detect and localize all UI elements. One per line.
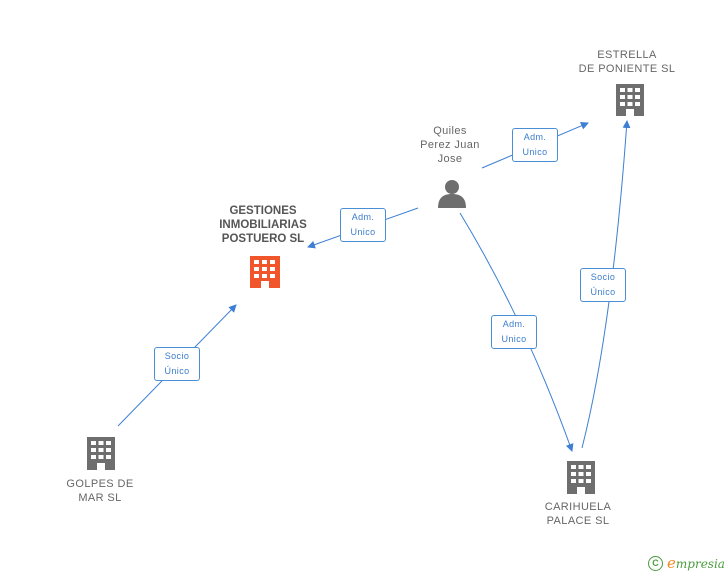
edge-label-golpes-gestiones[interactable]: Socio Único xyxy=(154,347,200,381)
brand-logo-text: mpresia xyxy=(675,557,725,571)
building-icon[interactable] xyxy=(616,84,644,116)
node-label-gestiones[interactable]: GESTIONES INMOBILIARIAS POSTUERO SL xyxy=(219,205,307,245)
edge-label-quiles-gestiones[interactable]: Adm. Unico xyxy=(340,208,386,242)
brand-logo-initial: e xyxy=(667,554,676,572)
edge-label-quiles-carihuela[interactable]: Adm. Unico xyxy=(491,315,537,349)
building-icon[interactable] xyxy=(567,461,595,494)
copyright-icon: C xyxy=(648,555,663,571)
edge-label-quiles-estrella[interactable]: Adm. Unico xyxy=(512,128,558,162)
node-label-golpes[interactable]: GOLPES DE MAR SL xyxy=(66,478,134,504)
person-icon[interactable] xyxy=(438,180,466,208)
brand-logo: empresia xyxy=(667,554,725,572)
node-label-carihuela[interactable]: CARIHUELA PALACE SL xyxy=(544,501,612,527)
brand-footer: C empresia xyxy=(648,554,725,572)
building-icon[interactable] xyxy=(87,437,115,470)
edge-label-carihuela-estrella[interactable]: Socio Único xyxy=(580,268,626,302)
building-icon[interactable] xyxy=(250,256,280,288)
node-label-estrella[interactable]: ESTRELLA DE PONIENTE SL xyxy=(578,49,676,75)
edge-carihuela-estrella xyxy=(581,120,631,449)
node-label-quiles[interactable]: Quiles Perez Juan Jose xyxy=(420,125,480,165)
